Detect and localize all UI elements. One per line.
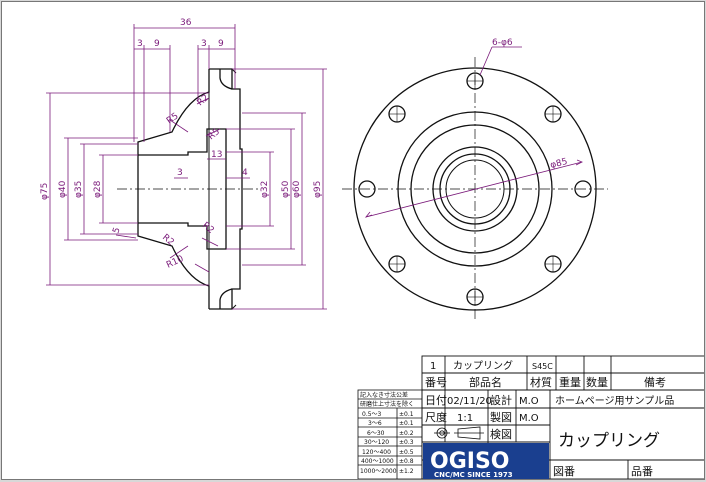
dim-left-step-a: 3 [137, 39, 143, 49]
tolerance-range: 120〜400 [362, 449, 391, 456]
tolerance-range: 30〜120 [364, 439, 389, 446]
logo-name: OGISO [430, 449, 510, 474]
front-hole-crosshairs [389, 73, 561, 305]
tolerance-value: ±0.1 [399, 420, 414, 427]
dim-overall-length: 36 [180, 18, 192, 28]
dim-inner-step2: 4 [242, 168, 248, 178]
scale-value: 1:1 [457, 413, 473, 424]
dim-dia-50: φ50 [281, 180, 291, 198]
row1-part-name: カップリング [453, 359, 513, 372]
dim-right-step-b: 9 [218, 39, 224, 49]
tolerance-value: ±0.5 [399, 449, 414, 456]
dim-radius-r2-bottom: R2 [160, 233, 176, 248]
row1-no: 1 [430, 361, 436, 372]
tolerance-rows: 0.5〜3 ±0.1 3〜6 ±0.1 6〜30 ±0.2 30〜120 ±0.… [360, 411, 414, 475]
side-dimension-lines [46, 24, 327, 310]
date-value: 02/11/20 [447, 396, 492, 407]
dim-inner-step: 3 [177, 168, 183, 178]
drafter-value: M.O [519, 413, 539, 424]
row1-material: S45C [532, 362, 553, 371]
dim-chamfer: 5 [111, 226, 122, 235]
dim-dia-75: φ75 [40, 183, 50, 200]
dim-radius-r10: R10 [165, 254, 186, 271]
front-dimension-lines [364, 46, 583, 218]
header-part-name: 部品名 [469, 375, 502, 389]
drawing-no-label: 図番 [553, 465, 575, 478]
header-qty: 数量 [586, 376, 608, 389]
dim-dia-95: φ95 [313, 181, 323, 198]
header-material: 材質 [530, 375, 552, 389]
hole-callout: 6-φ6 [492, 38, 513, 48]
header-remarks: 備考 [644, 376, 666, 389]
tolerance-value: ±0.3 [399, 439, 414, 446]
company-logo: OGISO CNC/MC SINCE 1973 [423, 443, 549, 479]
dim-dia-35: φ35 [74, 181, 84, 198]
dim-bore-depth: 13 [211, 150, 222, 160]
check-label: 検図 [490, 427, 512, 441]
dim-dia-28: φ28 [93, 180, 103, 198]
drafter-label: 製図 [490, 410, 512, 424]
tolerance-range: 0.5〜3 [362, 411, 382, 418]
pcd-label: φ85 [549, 157, 568, 171]
tolerance-header-1: 記入なき寸法公差 [360, 391, 408, 399]
tolerance-value: ±0.2 [399, 430, 414, 437]
header-weight: 重量 [559, 375, 581, 389]
tolerance-range: 400〜1000 [361, 458, 394, 465]
tolerance-value: ±1.2 [399, 468, 414, 475]
dim-dia-40: φ40 [58, 180, 68, 198]
header-no: 番号 [425, 376, 447, 389]
dim-dia-32: φ32 [260, 181, 270, 198]
scale-label: 尺度 [425, 410, 447, 424]
projection-symbol-icon [434, 426, 484, 440]
dim-right-step-a: 3 [201, 39, 207, 49]
title-large: カップリング [558, 431, 660, 451]
date-label: 日付 [425, 394, 447, 407]
design-value: M.O [519, 396, 539, 407]
tolerance-header-2: 研磨仕上寸法を除く [360, 400, 414, 408]
tolerance-value: ±0.1 [399, 411, 414, 418]
design-label: 設計 [490, 393, 512, 407]
dim-left-step-b: 9 [154, 39, 160, 49]
tolerance-range: 1000〜2000 [360, 468, 397, 475]
part-no-label: 品番 [631, 465, 653, 478]
dim-radius-r2-hub: R2 [200, 221, 216, 236]
tolerance-range: 3〜6 [368, 420, 382, 427]
logo-tagline: CNC/MC SINCE 1973 [434, 471, 513, 479]
dim-radius-r5: R5 [165, 111, 181, 126]
tolerance-value: ±0.8 [399, 458, 414, 465]
note-text: ホームページ用サンプル品 [555, 395, 674, 407]
tolerance-range: 6〜30 [367, 430, 385, 437]
dim-dia-60: φ60 [292, 180, 302, 198]
